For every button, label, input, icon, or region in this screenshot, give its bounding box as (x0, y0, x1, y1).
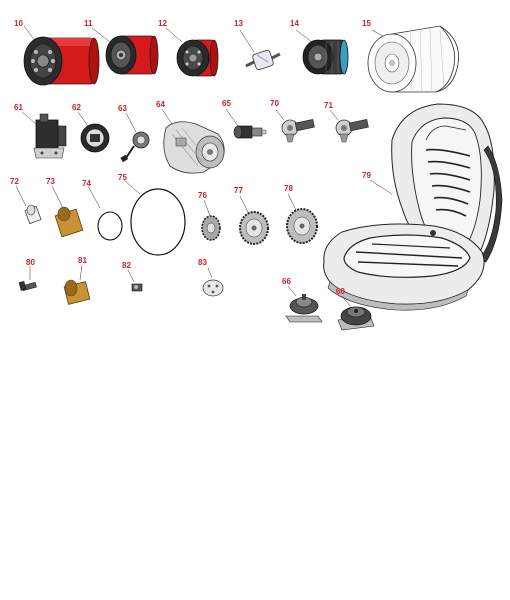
part-65-sensor-connector[interactable] (225, 108, 267, 139)
part-71-tie-rod-end-right[interactable] (329, 109, 369, 143)
callout-14: 14 (290, 19, 299, 28)
callout-12: 12 (158, 19, 167, 28)
part-81-bushing-flanged[interactable] (63, 264, 91, 305)
callout-60: 60 (336, 287, 345, 296)
callout-83: 83 (198, 258, 207, 267)
part-75-o-ring-large[interactable] (123, 179, 186, 256)
part-62-ignition-switch-cover[interactable] (77, 111, 110, 153)
callout-80: 80 (26, 258, 35, 267)
part-82-clip[interactable] (127, 269, 143, 292)
callout-63: 63 (118, 104, 127, 113)
part-12-oil-filter-small[interactable] (165, 27, 219, 77)
callout-65: 65 (222, 99, 231, 108)
part-83-cover-plate[interactable] (202, 267, 224, 297)
part-79-operator-seat[interactable] (323, 103, 503, 311)
part-80-bolt[interactable] (18, 266, 37, 292)
part-76-pinion-gear[interactable] (201, 199, 221, 241)
part-14-hydraulic-filter[interactable] (295, 29, 349, 75)
part-10-oil-filter-large[interactable] (23, 25, 100, 86)
callout-71: 71 (324, 101, 333, 110)
callout-10: 10 (14, 19, 23, 28)
callout-labels: 10 11 12 13 14 15 61 62 63 64 65 70 71 7… (10, 19, 371, 296)
callout-76: 76 (198, 191, 207, 200)
part-13-inline-fuel-filter[interactable] (239, 29, 281, 71)
part-63-ignition-switch-with-key[interactable] (120, 112, 150, 163)
callout-15: 15 (362, 19, 371, 28)
callout-62: 62 (72, 103, 81, 112)
callout-74: 74 (82, 179, 91, 188)
callout-82: 82 (122, 261, 131, 270)
part-66-isolator-mount[interactable] (285, 285, 323, 323)
callout-64: 64 (156, 100, 165, 109)
part-73-bushing-bronze[interactable] (51, 185, 84, 238)
callout-81: 81 (78, 256, 87, 265)
callout-72: 72 (10, 177, 19, 186)
part-11-oil-filter-red[interactable] (91, 27, 159, 75)
part-78-spur-gear-large[interactable] (286, 193, 318, 244)
callout-73: 73 (46, 177, 55, 186)
callout-66: 66 (282, 277, 291, 286)
part-72-bushing-small[interactable] (15, 185, 42, 225)
callout-61: 61 (14, 103, 23, 112)
callout-13: 13 (234, 19, 243, 28)
part-74-o-ring-small[interactable] (87, 185, 123, 241)
callout-78: 78 (284, 184, 293, 193)
callout-79: 79 (362, 171, 371, 180)
part-60-isolator-mount-round[interactable] (337, 295, 375, 331)
callout-77: 77 (234, 186, 243, 195)
part-70-tie-rod-end-left[interactable] (275, 109, 315, 143)
callout-11: 11 (84, 19, 93, 28)
part-77-spur-gear[interactable] (239, 195, 269, 245)
part-61-voltage-regulator[interactable] (21, 111, 67, 159)
callout-70: 70 (270, 99, 279, 108)
part-64-alternator[interactable] (161, 108, 225, 174)
part-15-air-filter-element[interactable] (367, 25, 459, 93)
callout-75: 75 (118, 173, 127, 182)
